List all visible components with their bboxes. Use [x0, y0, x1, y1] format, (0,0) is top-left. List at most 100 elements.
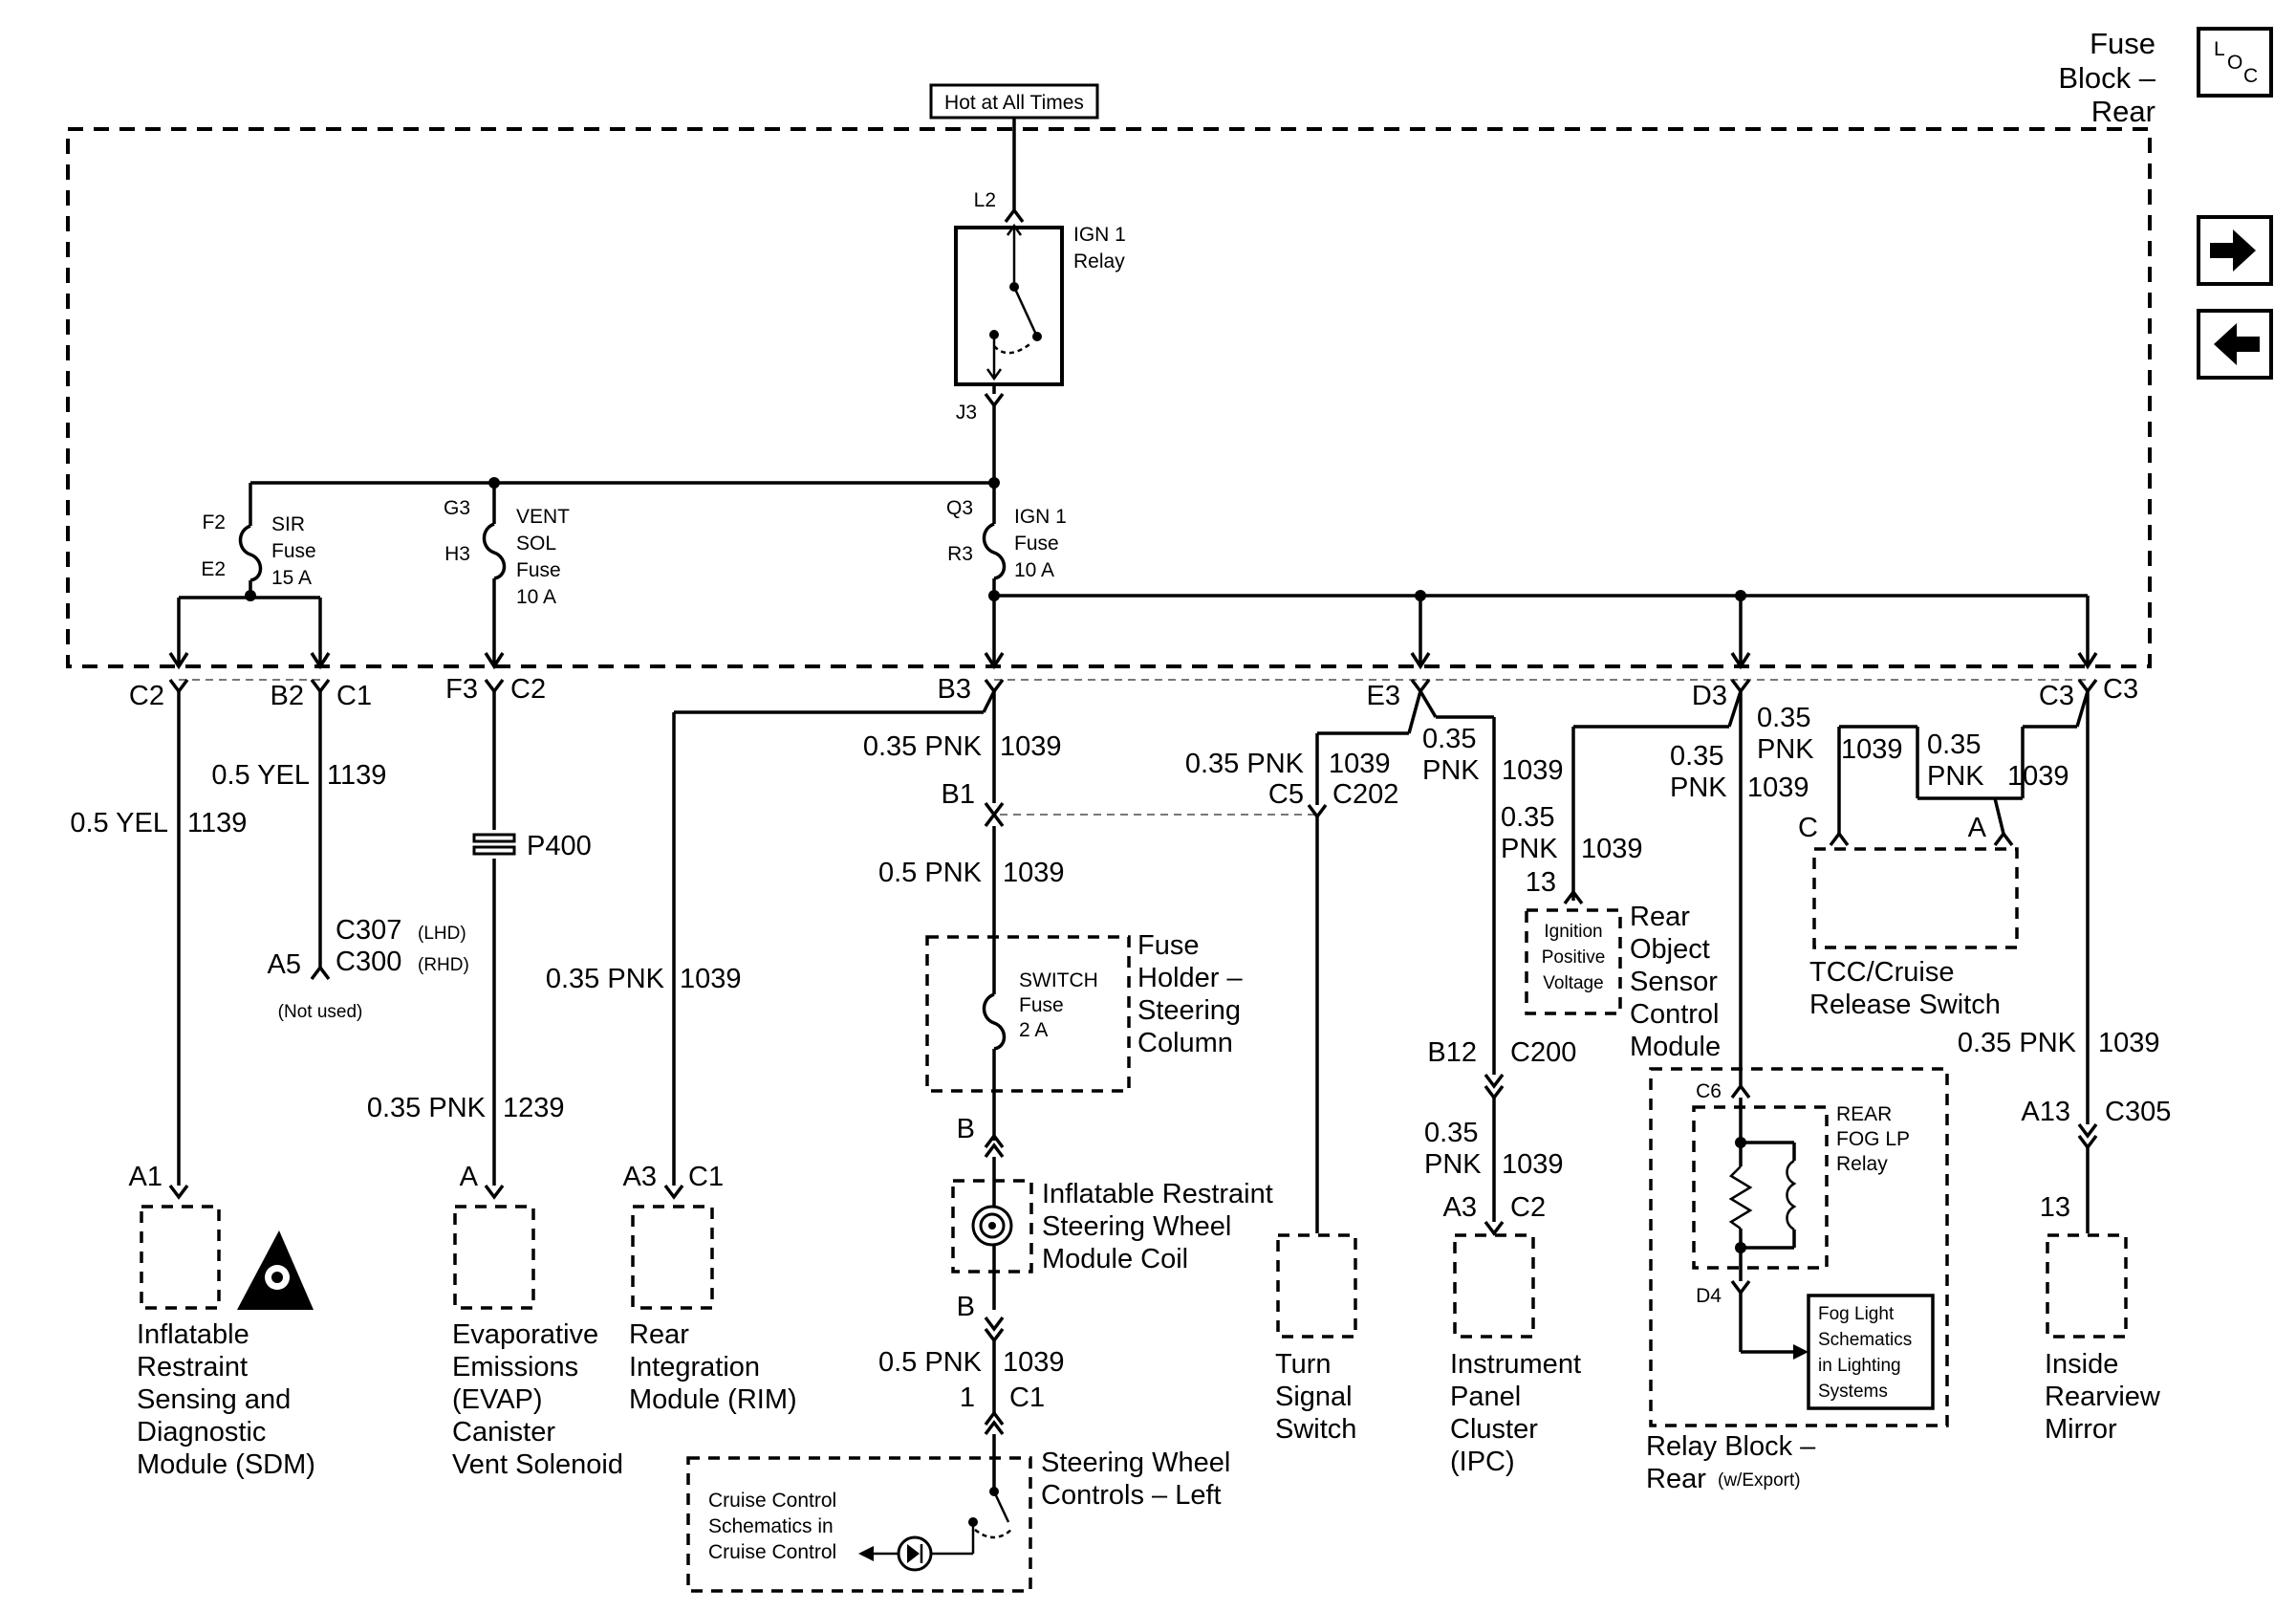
fuse-holder-2: Holder – [1137, 963, 1243, 993]
ipc-wire-size-2: PNK [1424, 1149, 1482, 1180]
switch-fuse-name-1: SWITCH [1019, 969, 1098, 991]
turn-name-1: Turn [1275, 1349, 1332, 1380]
vent-pin-bottom: H3 [444, 543, 470, 565]
ign-fuse-name-2: Fuse [1014, 533, 1059, 555]
ipc-pin: A3 [1443, 1192, 1477, 1223]
vent-fuse-name-1: VENT [516, 506, 570, 528]
mirror-wire-size: 0.35 PNK [1958, 1028, 2077, 1058]
ros-name-2: Object [1630, 934, 1710, 965]
ign-pin-bottom: R3 [947, 543, 973, 565]
d3-wire-circuit: 1039 [1747, 773, 1809, 803]
ipc-conn: C2 [1510, 1192, 1546, 1223]
sdm-wire-circuit: 1139 [187, 808, 247, 838]
ros-name-3: Sensor [1630, 967, 1718, 997]
mirror-name-3: Mirror [2045, 1414, 2117, 1445]
rim-name-3: Module (RIM) [629, 1384, 797, 1415]
swc-box [686, 1456, 1032, 1593]
vent-fuse-rating: 10 A [516, 586, 556, 608]
evap-wire-circuit: 1239 [503, 1093, 565, 1123]
ign-fuse-rating: 10 A [1014, 559, 1054, 581]
b2-wire-circuit: 1139 [327, 760, 386, 791]
fog-relay-box [1692, 1105, 1829, 1270]
rim-pin: A3 [623, 1162, 657, 1192]
conn-b3: B3 [938, 674, 971, 705]
ros-ipv-3: Voltage [1543, 973, 1603, 993]
e3-wire-size-1: 0.35 [1422, 724, 1476, 754]
title-line-2: Block – [2058, 61, 2155, 95]
ros-box [1525, 908, 1622, 1015]
swc-name-1: Steering Wheel [1041, 1448, 1230, 1478]
c200-pin: B12 [1427, 1037, 1477, 1068]
mirror-box [2046, 1233, 2128, 1339]
e3-wire-size-2: PNK [1422, 755, 1480, 786]
tcc-a-wire-size-1: 0.35 [1927, 729, 1981, 760]
b2-wire-size: 0.5 YEL [211, 760, 310, 791]
relay-block-pin-bottom: D4 [1696, 1285, 1722, 1307]
vent-pin-top: G3 [444, 497, 470, 519]
rim-name-1: Rear [629, 1319, 689, 1350]
tcc-box [1812, 847, 2019, 949]
coil-b-top: B [957, 1114, 975, 1144]
c307-name: C307 [336, 915, 401, 946]
evap-pin: A [460, 1162, 479, 1192]
ros-ipv-2: Positive [1542, 947, 1606, 968]
rim-wire-size: 0.35 PNK [546, 964, 665, 994]
sir-fuse-name-1: SIR [271, 513, 305, 535]
coil-b-bottom: B [957, 1292, 975, 1322]
evap-name-5: Vent Solenoid [452, 1449, 623, 1480]
fog-ref-2: Schematics [1818, 1330, 1912, 1350]
fuse-block-outline [66, 127, 2152, 668]
cruise-ref-3: Cruise Control [708, 1541, 836, 1563]
conn-c1-b2: C1 [336, 681, 372, 711]
ros-pin: 13 [1526, 867, 1556, 898]
ros-wire-size-2: PNK [1501, 834, 1558, 864]
sir-fuse-name-2: Fuse [271, 540, 316, 562]
ros-name-5: Module [1630, 1032, 1721, 1062]
relay-block-name-2: Rear [1646, 1464, 1706, 1494]
hot-label-box [929, 83, 1099, 120]
mirror-pin: A13 [2021, 1097, 2070, 1127]
swc-name-2: Controls – Left [1041, 1480, 1222, 1511]
rim-name-2: Integration [629, 1352, 760, 1382]
switch-fuse-name-2: Fuse [1019, 994, 1064, 1016]
sdm-box [140, 1205, 221, 1310]
b1-pin: B1 [942, 779, 975, 810]
sdm-name-2: Restraint [137, 1352, 248, 1382]
tcc-a-wire-size-2: PNK [1927, 761, 1984, 792]
evap-wire-size: 0.35 PNK [367, 1093, 487, 1123]
relay-block-pin-top: C6 [1696, 1080, 1722, 1102]
ipc-box [1453, 1233, 1535, 1339]
relay-name-1: IGN 1 [1073, 224, 1126, 246]
rim-box [631, 1205, 714, 1310]
sdm-name-4: Diagnostic [137, 1417, 266, 1448]
ign1-relay [954, 226, 1064, 386]
mirror-name-2: Rearview [2045, 1382, 2161, 1412]
coil-box [951, 1179, 1033, 1274]
ipc-name-1: Instrument [1450, 1349, 1581, 1380]
fog-ref-3: in Lighting [1818, 1356, 1901, 1376]
tcc-c-wire-size-2: PNK [1757, 734, 1814, 765]
coil-name-3: Module Coil [1042, 1244, 1188, 1274]
ipc-name-2: Panel [1450, 1382, 1521, 1412]
title-line-3: Rear [2091, 95, 2155, 128]
ros-wire-circuit: 1039 [1581, 834, 1643, 864]
prev-page-button[interactable] [2197, 309, 2273, 380]
loc-button[interactable]: L O C [2197, 27, 2273, 98]
mirror-conn: C305 [2105, 1097, 2171, 1127]
c307-not-used: (Not used) [278, 1002, 363, 1022]
fuse-holder-3: Steering [1137, 995, 1241, 1026]
evap-name-3: (EVAP) [452, 1384, 543, 1415]
loc-o: O [2227, 52, 2242, 74]
d3-wire-size-1: 0.35 [1670, 741, 1723, 772]
turn-pin: C5 [1268, 779, 1304, 810]
fuse-holder-1: Fuse [1137, 930, 1199, 961]
relay-pin-top: L2 [974, 189, 996, 211]
fuse-holder-4: Column [1137, 1028, 1233, 1058]
next-page-button[interactable] [2197, 215, 2273, 286]
rim-wire-circuit: 1039 [680, 964, 742, 994]
sdm-name-1: Inflatable [137, 1319, 249, 1350]
conn-e3: E3 [1367, 681, 1400, 711]
loc-c: C [2243, 65, 2258, 87]
rim-conn: C1 [688, 1162, 724, 1192]
